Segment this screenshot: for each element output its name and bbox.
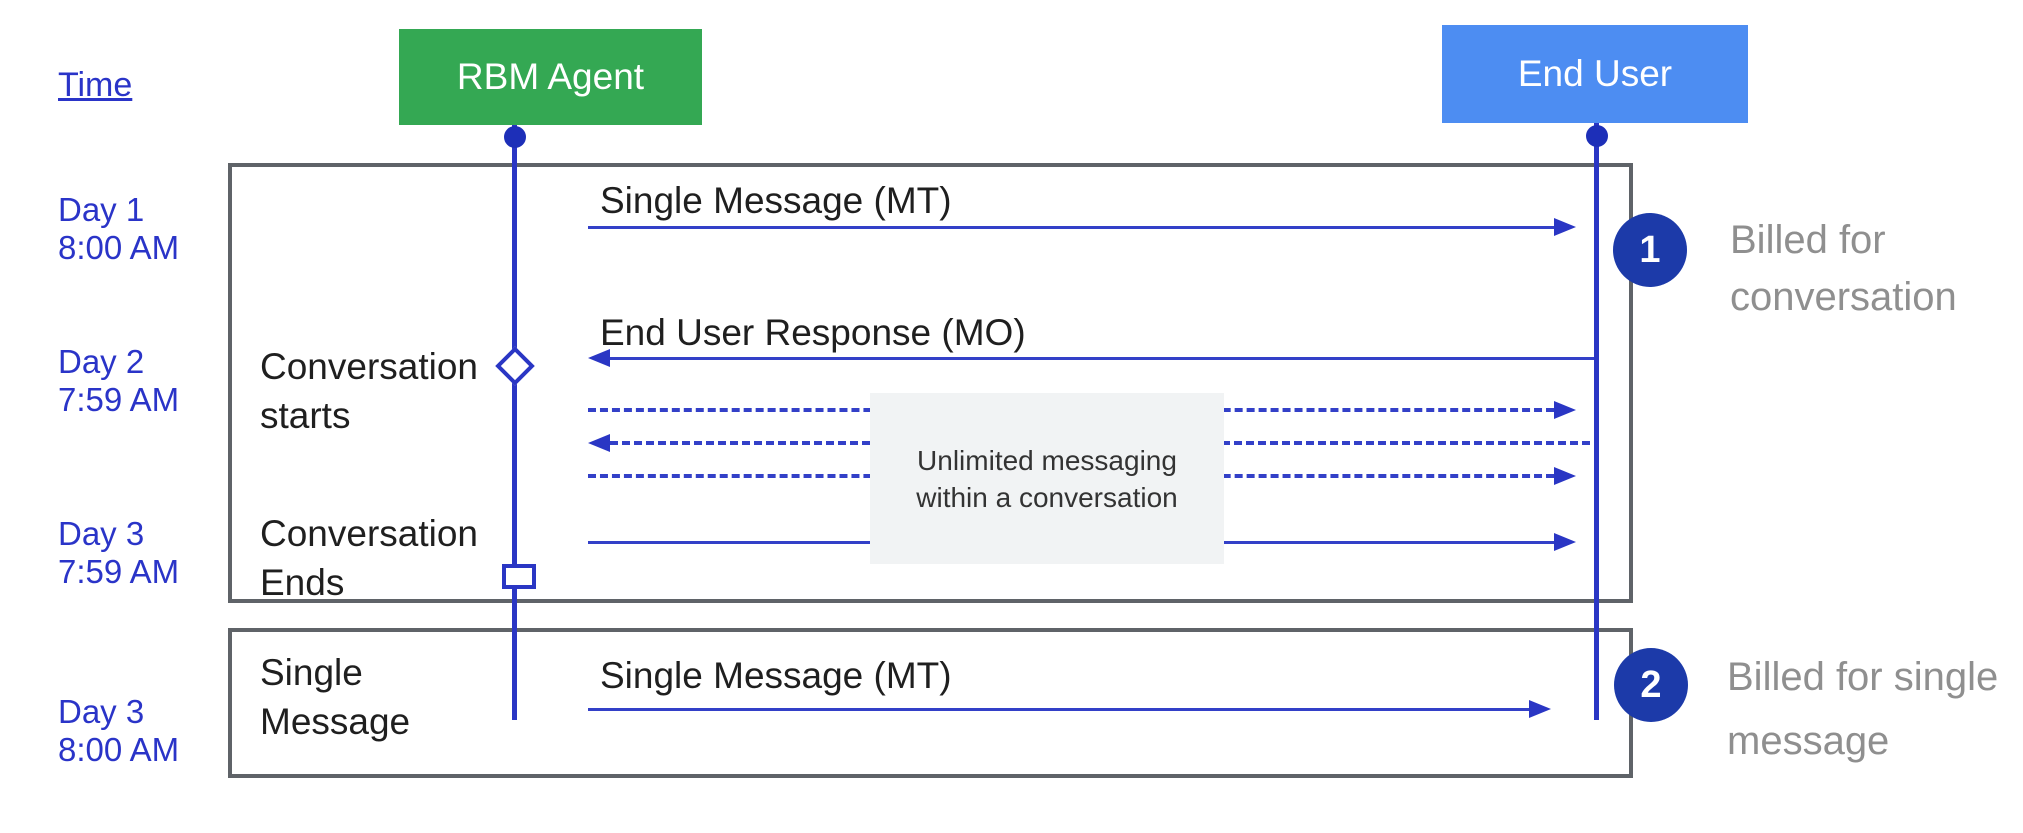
arrow-end-user-response-mo: [610, 357, 1594, 360]
callout-line: message: [1727, 719, 1890, 763]
note-line: within a conversation: [916, 481, 1178, 513]
conversation-end-square-icon: [502, 564, 536, 589]
phase-line: Ends: [260, 562, 345, 603]
phase-line: Message: [260, 701, 411, 742]
callout-line: conversation: [1730, 275, 1957, 319]
arrowhead-left-icon: [588, 434, 610, 452]
timeslot-time: 8:00 AM: [58, 731, 180, 768]
phase-line: Conversation: [260, 346, 479, 387]
rbm-agent-lifeline: [512, 125, 517, 720]
conversation-ends-label: Conversation Ends: [260, 509, 490, 607]
arrow-single-message-mt: [588, 226, 1554, 229]
callout-line: Billed for: [1730, 218, 1886, 262]
timeslot-day3-single: Day 3 8:00 AM: [58, 693, 258, 769]
badge-number: 1: [1639, 228, 1661, 271]
billing-badge-2: 2: [1614, 648, 1688, 722]
single-message-phase-label: Single Message: [260, 648, 490, 746]
arrowhead-right-icon: [1554, 401, 1576, 419]
billed-for-single-message-text: Billed for single message: [1727, 645, 2007, 773]
single-message-mt-label: Single Message (MT): [600, 180, 952, 221]
timeslot-time: 8:00 AM: [58, 229, 180, 266]
end-user-header-box: End User: [1442, 25, 1748, 123]
note-line: Unlimited messaging: [917, 444, 1177, 476]
arrowhead-right-icon: [1529, 700, 1551, 718]
end-user-lifeline: [1594, 123, 1599, 720]
billing-badge-1: 1: [1613, 213, 1687, 287]
callout-line: Billed for single: [1727, 655, 1999, 699]
phase-line: Conversation: [260, 513, 479, 554]
badge-number: 2: [1640, 663, 1662, 706]
timeslot-day: Day 1: [58, 191, 145, 228]
timeslot-time: 7:59 AM: [58, 553, 180, 590]
rbm-agent-lifeline-dot: [504, 126, 526, 148]
timeslot-day: Day 2: [58, 343, 145, 380]
arrowhead-left-icon: [588, 349, 610, 367]
arrowhead-right-icon: [1554, 467, 1576, 485]
end-user-response-mo-label: End User Response (MO): [600, 312, 1026, 353]
rbm-agent-header-box: RBM Agent: [399, 29, 702, 125]
arrow-single-message-mt-2: [588, 708, 1529, 711]
conversation-frame: [228, 163, 1633, 603]
rbm-agent-label: RBM Agent: [456, 56, 645, 97]
timeslot-day1: Day 1 8:00 AM: [58, 191, 258, 267]
phase-line: starts: [260, 395, 351, 436]
single-message-mt-label-2: Single Message (MT): [600, 655, 952, 696]
phase-line: Single: [260, 652, 363, 693]
conversation-starts-label: Conversation starts: [260, 342, 490, 440]
arrowhead-right-icon: [1554, 533, 1576, 551]
billed-for-conversation-text: Billed for conversation: [1730, 212, 2010, 326]
end-user-lifeline-dot: [1586, 125, 1608, 147]
time-axis-label: Time: [58, 66, 133, 104]
unlimited-messaging-note: Unlimited messaging within a conversatio…: [870, 393, 1224, 564]
arrowhead-right-icon: [1554, 218, 1576, 236]
timeslot-day: Day 3: [58, 515, 145, 552]
timeslot-day: Day 3: [58, 693, 145, 730]
end-user-label: End User: [1517, 53, 1673, 94]
timeslot-time: 7:59 AM: [58, 381, 180, 418]
timeslot-day2: Day 2 7:59 AM: [58, 343, 258, 419]
timeslot-day3-end: Day 3 7:59 AM: [58, 515, 258, 591]
